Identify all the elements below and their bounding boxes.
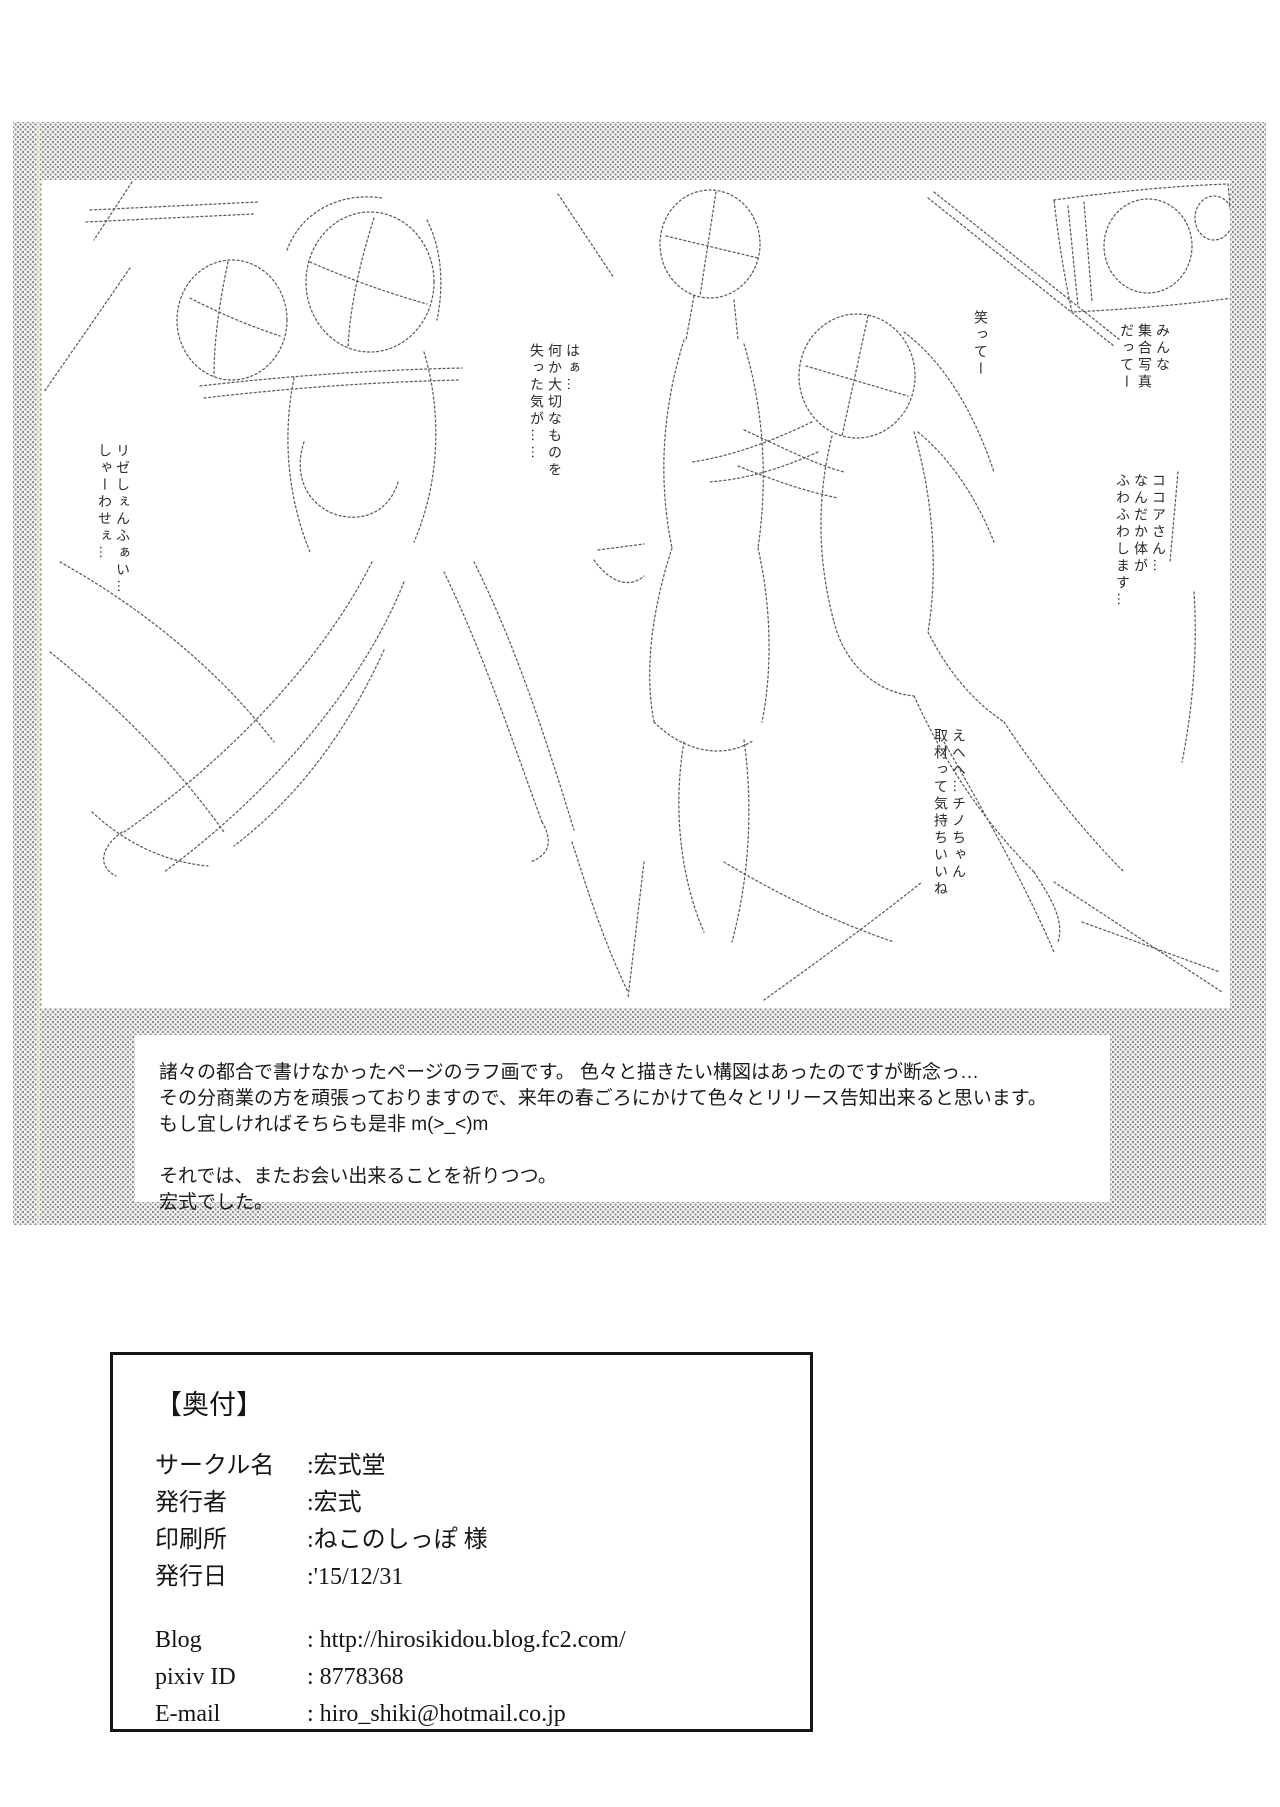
halftone-border: はぁ… 何か大切なものを 失った気が…… リゼしぇんふぁい… しゃーわせぇ… 笑… [13,122,1266,1225]
colophon-value: : http://hirosikidou.blog.fc2.com/ [307,1627,626,1653]
colophon-box: 【奥付】 サークル名 :宏式堂 発行者 :宏式 印刷所 :ねこのしっぽ 様 発行… [110,1352,813,1732]
annotation-group-photo: みんな 集合写真 だってー [1119,323,1171,391]
annotation-rize-senpai: リゼしぇんふぁい… しゃーわせぇ… [97,443,131,596]
colophon-row-circle-name: サークル名 :宏式堂 [155,1448,810,1485]
colophon-label: Blog [155,1627,202,1653]
afterword-line: 諸々の都合で書けなかったページのラフ画です。 色々と描きたい構図はあったのですが… [159,1062,980,1083]
colophon-row-blog: Blog : http://hirosikidou.blog.fc2.com/ [155,1622,810,1659]
afterword-line: それでは、またお会い出来ることを祈りつつ。 [159,1166,557,1187]
colophon-row-email: E-mail : hiro_shiki@hotmail.co.jp [155,1696,810,1733]
colophon-row-publish-date: 発行日 :'15/12/31 [155,1559,810,1596]
misc-strokes-sketch [723,861,1223,1001]
colophon-label: サークル名 [155,1453,275,1479]
colophon-row-printer: 印刷所 :ねこのしっぽ 様 [155,1522,810,1559]
afterword-line: もし宜しければそちらも是非 m(>_<)m [159,1114,489,1135]
colophon-value: :'15/12/31 [307,1564,404,1590]
colophon-rows: サークル名 :宏式堂 発行者 :宏式 印刷所 :ねこのしっぽ 様 発行日 :'1… [155,1448,810,1733]
left-figures-sketch [43,181,575,877]
annotation-cocoa-fluffy: ココアさん… なんだか体が ふわふわします… [1115,473,1167,609]
sketch-area: はぁ… 何か大切なものを 失った気が…… リゼしぇんふぁい… しゃーわせぇ… 笑… [42,180,1230,1008]
rough-sketch-drawing [43,181,1230,1001]
colophon-value: :宏式堂 [307,1453,386,1479]
camera-sketch [927,183,1230,347]
colophon-label: pixiv ID [155,1664,236,1690]
colophon-label: 印刷所 [155,1527,227,1553]
annotation-smile: 笑ってー [973,310,989,378]
colophon-title: 【奥付】 [155,1390,263,1420]
annotation-lost-something: はぁ… 何か大切なものを 失った気が…… [529,343,581,479]
center-figure-sketch [557,189,845,999]
colophon-label: 発行日 [155,1564,227,1590]
colophon-value: : hiro_shiki@hotmail.co.jp [307,1701,566,1727]
afterword-paragraph: 諸々の都合で書けなかったページのラフ画です。 色々と描きたい構図はあったのですが… [159,1060,1110,1138]
colophon-value: :ねこのしっぽ 様 [307,1527,488,1553]
afterword-line: その分商業の方を頑張っておりますので、来年の春ごろにかけて色々とリリース告知出来… [159,1088,1047,1109]
colophon-row-publisher: 発行者 :宏式 [155,1485,810,1522]
colophon-value: :宏式 [307,1490,362,1516]
colophon-value: : 8778368 [307,1664,404,1690]
afterword-line: 宏式でした。 [159,1192,274,1213]
annotation-chino-interview: えへへ…チノちゃん 取材って気持ちいいね [933,728,967,898]
colophon-label: 発行者 [155,1490,227,1516]
right-figure-sketch [691,313,1196,953]
scan-artifact-line [37,122,40,1225]
colophon-row-pixiv-id: pixiv ID : 8778368 [155,1659,810,1696]
afterword-box: 諸々の都合で書けなかったページのラフ画です。 色々と描きたい構図はあったのですが… [135,1035,1110,1213]
colophon-label: E-mail [155,1701,221,1727]
afterword-closing: それでは、またお会い出来ることを祈りつつ。 宏式でした。 [159,1164,1110,1216]
